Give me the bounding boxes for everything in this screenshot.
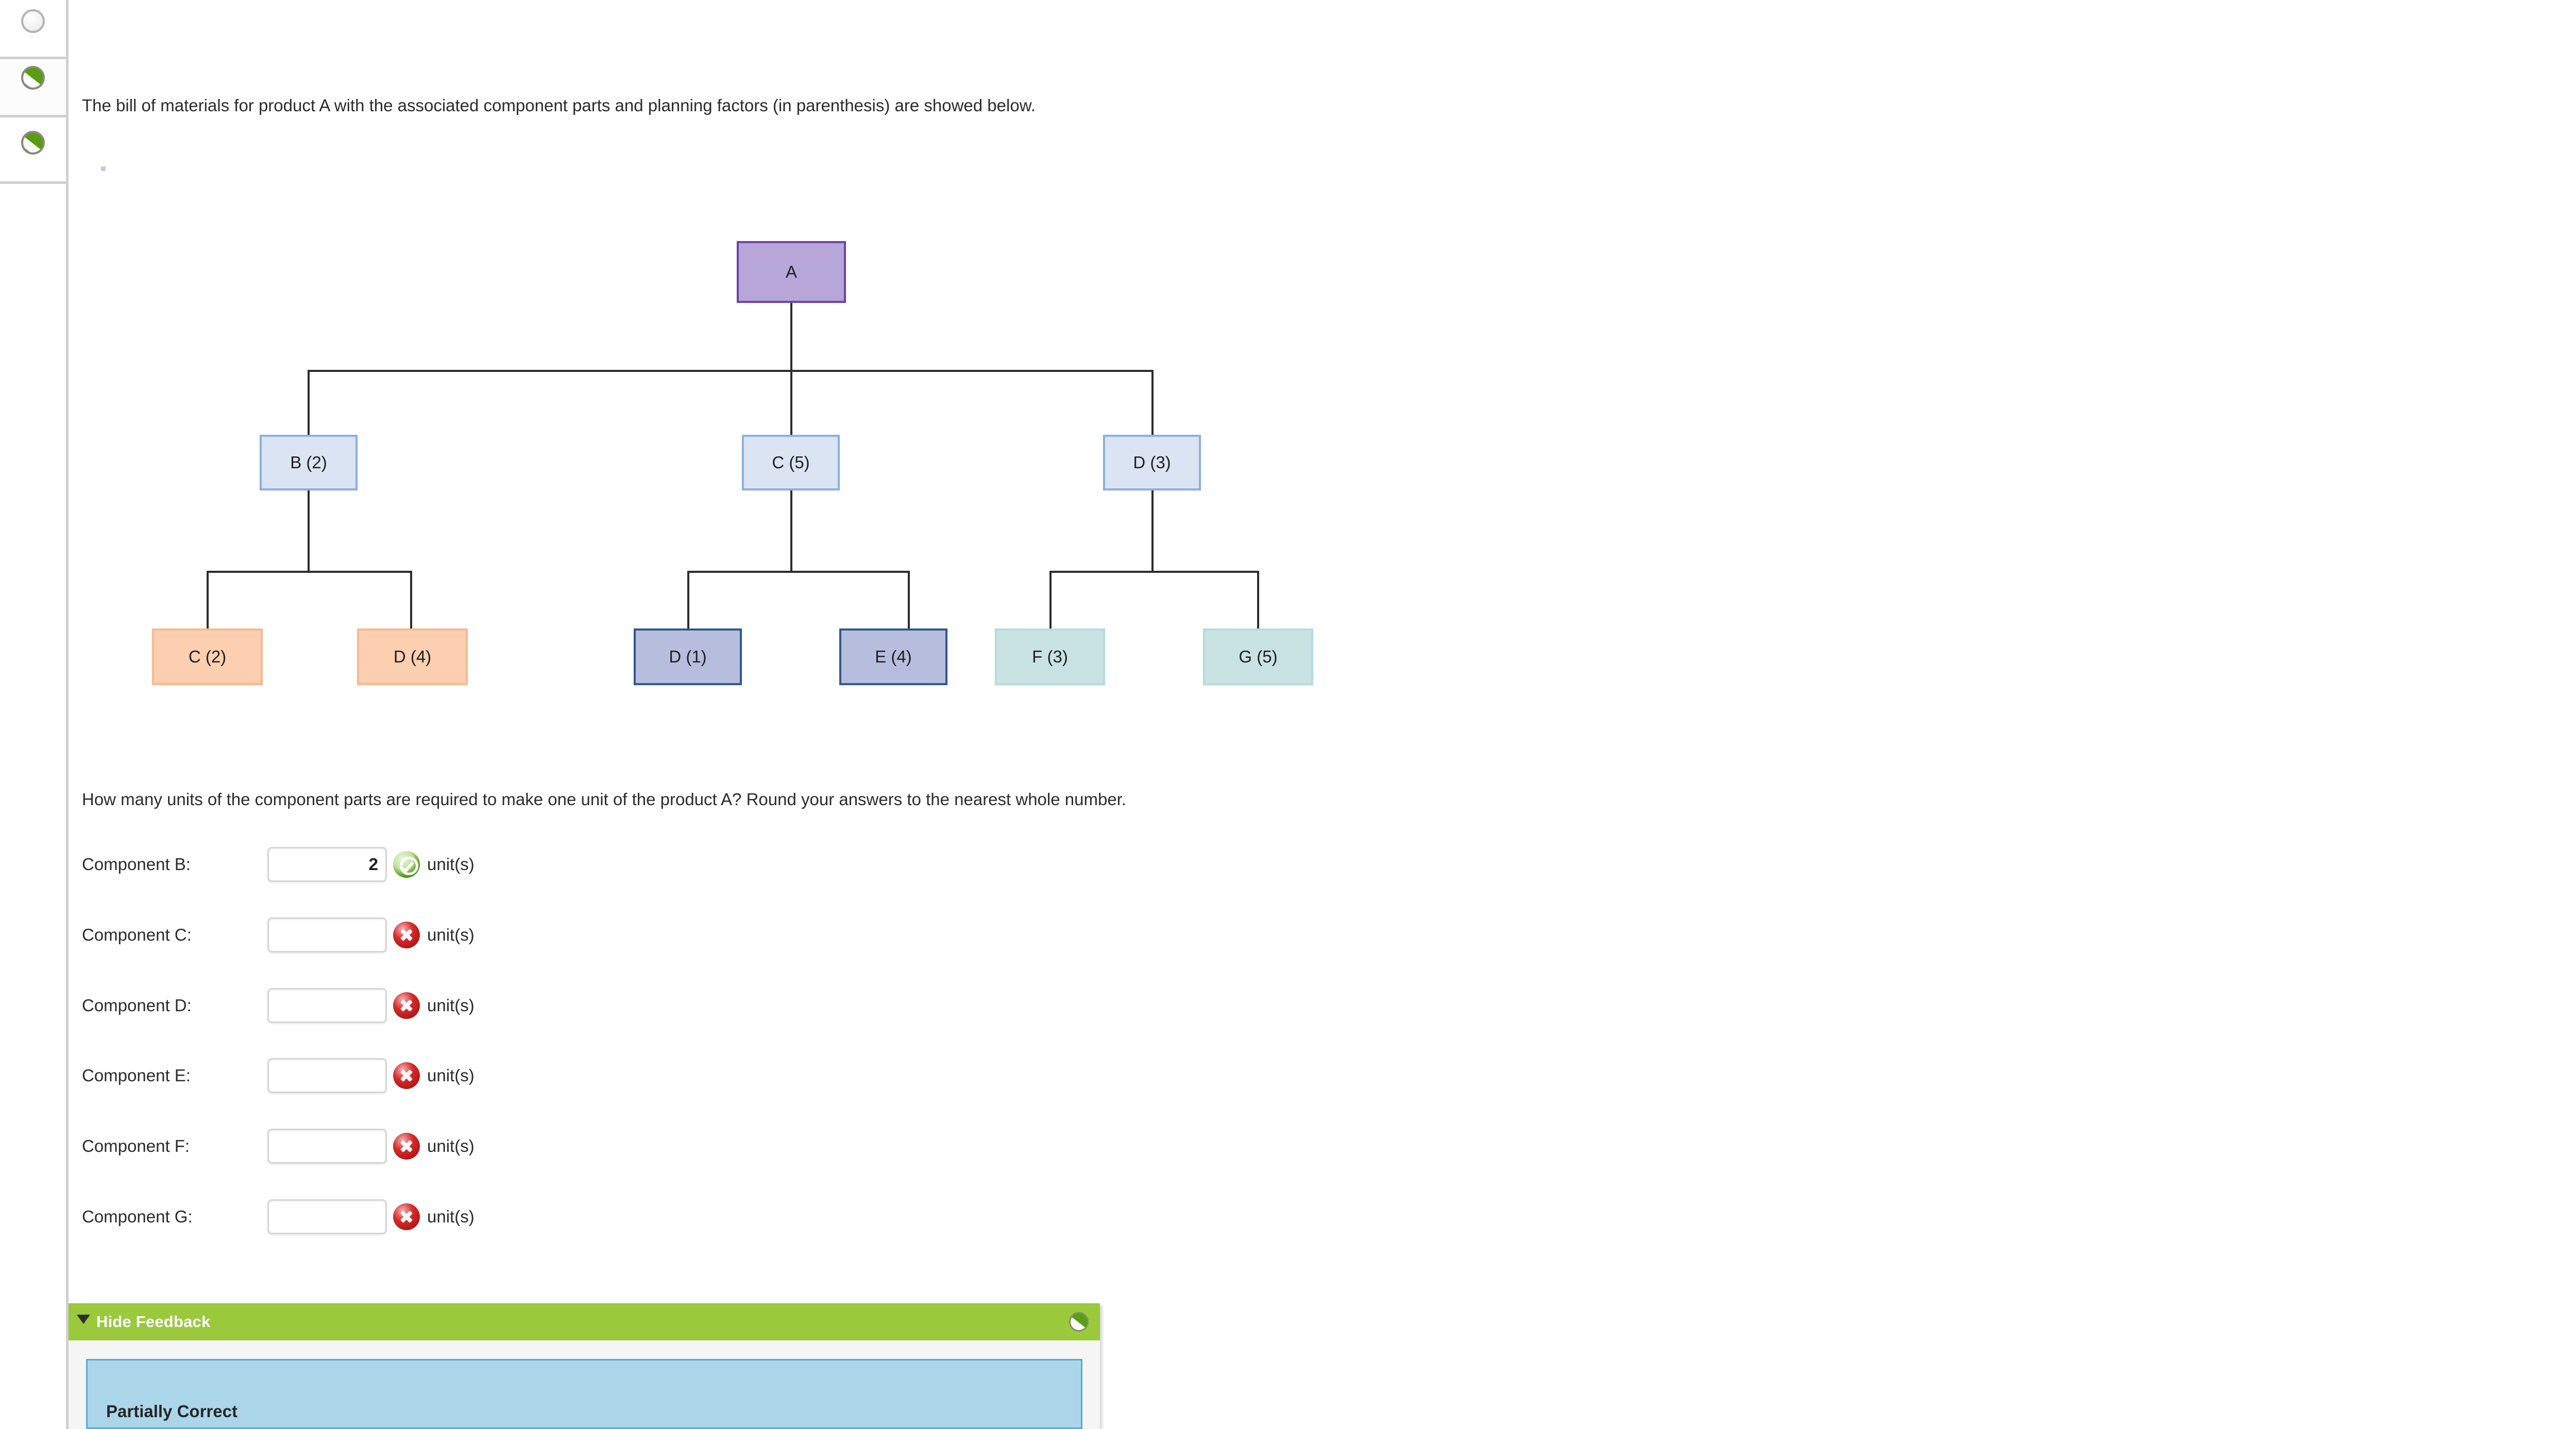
answer-input-component-b[interactable] (267, 847, 387, 882)
edge-drop-D4 (410, 571, 412, 632)
incorrect-cross-icon (393, 922, 420, 948)
bom-node-A: A (737, 241, 846, 303)
answer-label: Component E: (82, 1066, 191, 1085)
edge-drop-C (790, 370, 792, 435)
chevron-down-icon (77, 1315, 90, 1324)
answer-input-component-c[interactable] (267, 917, 387, 952)
rail-divider (0, 57, 66, 59)
edge-C-bus (688, 571, 910, 573)
edge-D-bus (1050, 571, 1259, 573)
bom-node-E4: E (4) (839, 628, 947, 685)
edge-level1-bus (309, 370, 1154, 372)
bom-node-label: D (1) (669, 647, 707, 666)
answer-row-component-g: Component G: unit(s) (82, 1199, 474, 1235)
answer-label: Component D: (82, 996, 192, 1015)
bom-node-F3: F (3) (995, 628, 1105, 685)
bom-node-D1: D (1) (634, 628, 742, 685)
edge-B-bus (208, 571, 412, 573)
units-suffix: unit(s) (427, 1207, 474, 1226)
units-suffix: unit(s) (427, 1066, 474, 1085)
status-indicator-complete-icon (1069, 1312, 1089, 1332)
answer-row-component-f: Component F: unit(s) (82, 1128, 474, 1164)
answer-row-component-b: Component B: unit(s) (82, 846, 474, 882)
question-prompt: How many units of the component parts ar… (82, 790, 1127, 809)
rail-divider (0, 181, 66, 184)
answer-input-component-e[interactable] (267, 1058, 387, 1093)
rail-divider (0, 115, 66, 117)
feedback-alert-title: Partially Correct (106, 1402, 238, 1421)
edge-root-stem (790, 303, 792, 371)
bill-of-materials-diagram: A B (2) C (5) D (3) (69, 206, 1511, 731)
edge-C-stem (790, 490, 792, 573)
incorrect-cross-icon (393, 1133, 420, 1160)
answer-row-component-e: Component E: unit(s) (82, 1058, 474, 1094)
answer-label: Component B: (82, 855, 191, 874)
bom-node-D4: D (4) (357, 628, 468, 685)
edge-drop-E4 (908, 571, 910, 632)
bom-node-label: G (5) (1239, 647, 1278, 666)
units-suffix: unit(s) (427, 925, 474, 944)
units-suffix: unit(s) (427, 855, 474, 874)
bom-node-label: D (4) (393, 647, 432, 666)
question-status-rail (0, 0, 69, 1429)
edge-drop-G5 (1257, 571, 1259, 632)
units-suffix: unit(s) (427, 1136, 474, 1155)
incorrect-cross-icon (393, 1203, 420, 1230)
bom-node-label: E (4) (875, 647, 912, 666)
answer-label: Component F: (82, 1136, 190, 1155)
answer-row-component-c: Component C: unit(s) (82, 917, 474, 953)
decorative-marker (101, 166, 106, 171)
rail-slot-2[interactable] (0, 66, 66, 113)
rail-slot-3[interactable] (0, 131, 66, 178)
bom-node-label: B (2) (290, 453, 327, 472)
edge-D-stem (1151, 490, 1154, 573)
bom-node-C2: C (2) (152, 628, 263, 685)
status-indicator-empty-icon (21, 9, 45, 33)
incorrect-cross-icon (393, 1062, 420, 1089)
bom-node-C5: C (5) (742, 435, 840, 490)
edge-drop-C2 (207, 571, 209, 632)
bom-node-label: F (3) (1032, 647, 1068, 666)
units-suffix: unit(s) (427, 996, 474, 1015)
intro-paragraph: The bill of materials for product A with… (82, 96, 1036, 115)
bom-node-label: A (785, 262, 797, 281)
bom-node-B: B (2) (260, 435, 358, 490)
bom-node-G5: G (5) (1203, 628, 1313, 685)
edge-drop-F3 (1049, 571, 1052, 632)
answer-input-component-d[interactable] (267, 988, 387, 1023)
edge-drop-B (308, 370, 310, 435)
bom-node-label: C (5) (772, 453, 810, 472)
feedback-alert-partially-correct: Partially Correct (86, 1359, 1082, 1429)
answer-row-component-d: Component D: unit(s) (82, 988, 474, 1024)
status-indicator-complete-icon (21, 131, 45, 155)
bom-node-label: D (3) (1133, 453, 1171, 472)
feedback-panel: Hide Feedback Partially Correct (69, 1303, 1100, 1429)
feedback-toggle-label: Hide Feedback (96, 1313, 211, 1331)
answer-label: Component G: (82, 1207, 193, 1226)
edge-B-stem (308, 490, 310, 573)
bom-node-D3: D (3) (1103, 435, 1201, 490)
status-indicator-complete-icon (21, 66, 45, 90)
feedback-body: Partially Correct (69, 1340, 1100, 1429)
correct-check-icon (393, 851, 420, 878)
answer-input-component-g[interactable] (267, 1199, 387, 1234)
answer-input-component-f[interactable] (267, 1129, 387, 1164)
question-content: The bill of materials for product A with… (69, 0, 2576, 1429)
incorrect-cross-icon (393, 992, 420, 1019)
bom-node-label: C (2) (188, 647, 227, 666)
answer-label: Component C: (82, 925, 192, 944)
edge-drop-D1 (687, 571, 689, 632)
feedback-toggle-header[interactable]: Hide Feedback (69, 1303, 1100, 1340)
edge-drop-D (1151, 370, 1154, 435)
rail-slot-1[interactable] (0, 9, 66, 57)
